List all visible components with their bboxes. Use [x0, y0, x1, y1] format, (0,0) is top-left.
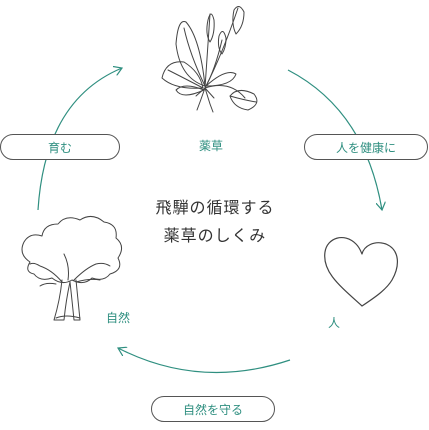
pill-protect-nature: 自然を守る — [151, 396, 275, 422]
diagram-title-line1: 飛騨の循環する — [155, 198, 275, 217]
node-label-nature: 自然 — [106, 311, 131, 325]
node-label-person: 人 — [328, 316, 341, 330]
heart-icon — [324, 236, 398, 307]
arrow-herb-to-person — [287, 69, 382, 210]
pill-to-health: 人を健康に — [304, 134, 428, 160]
cycle-arrows — [37, 68, 382, 374]
pill-nurture: 育む — [0, 134, 120, 160]
arrow-person-to-nature — [118, 348, 291, 374]
tree-icon — [21, 216, 122, 321]
arrow-nature-to-herb — [37, 68, 122, 211]
herb-plant-icon — [161, 6, 258, 113]
node-label-herb: 薬草 — [199, 139, 224, 153]
diagram-title-line2: 薬草のしくみ — [163, 226, 267, 245]
